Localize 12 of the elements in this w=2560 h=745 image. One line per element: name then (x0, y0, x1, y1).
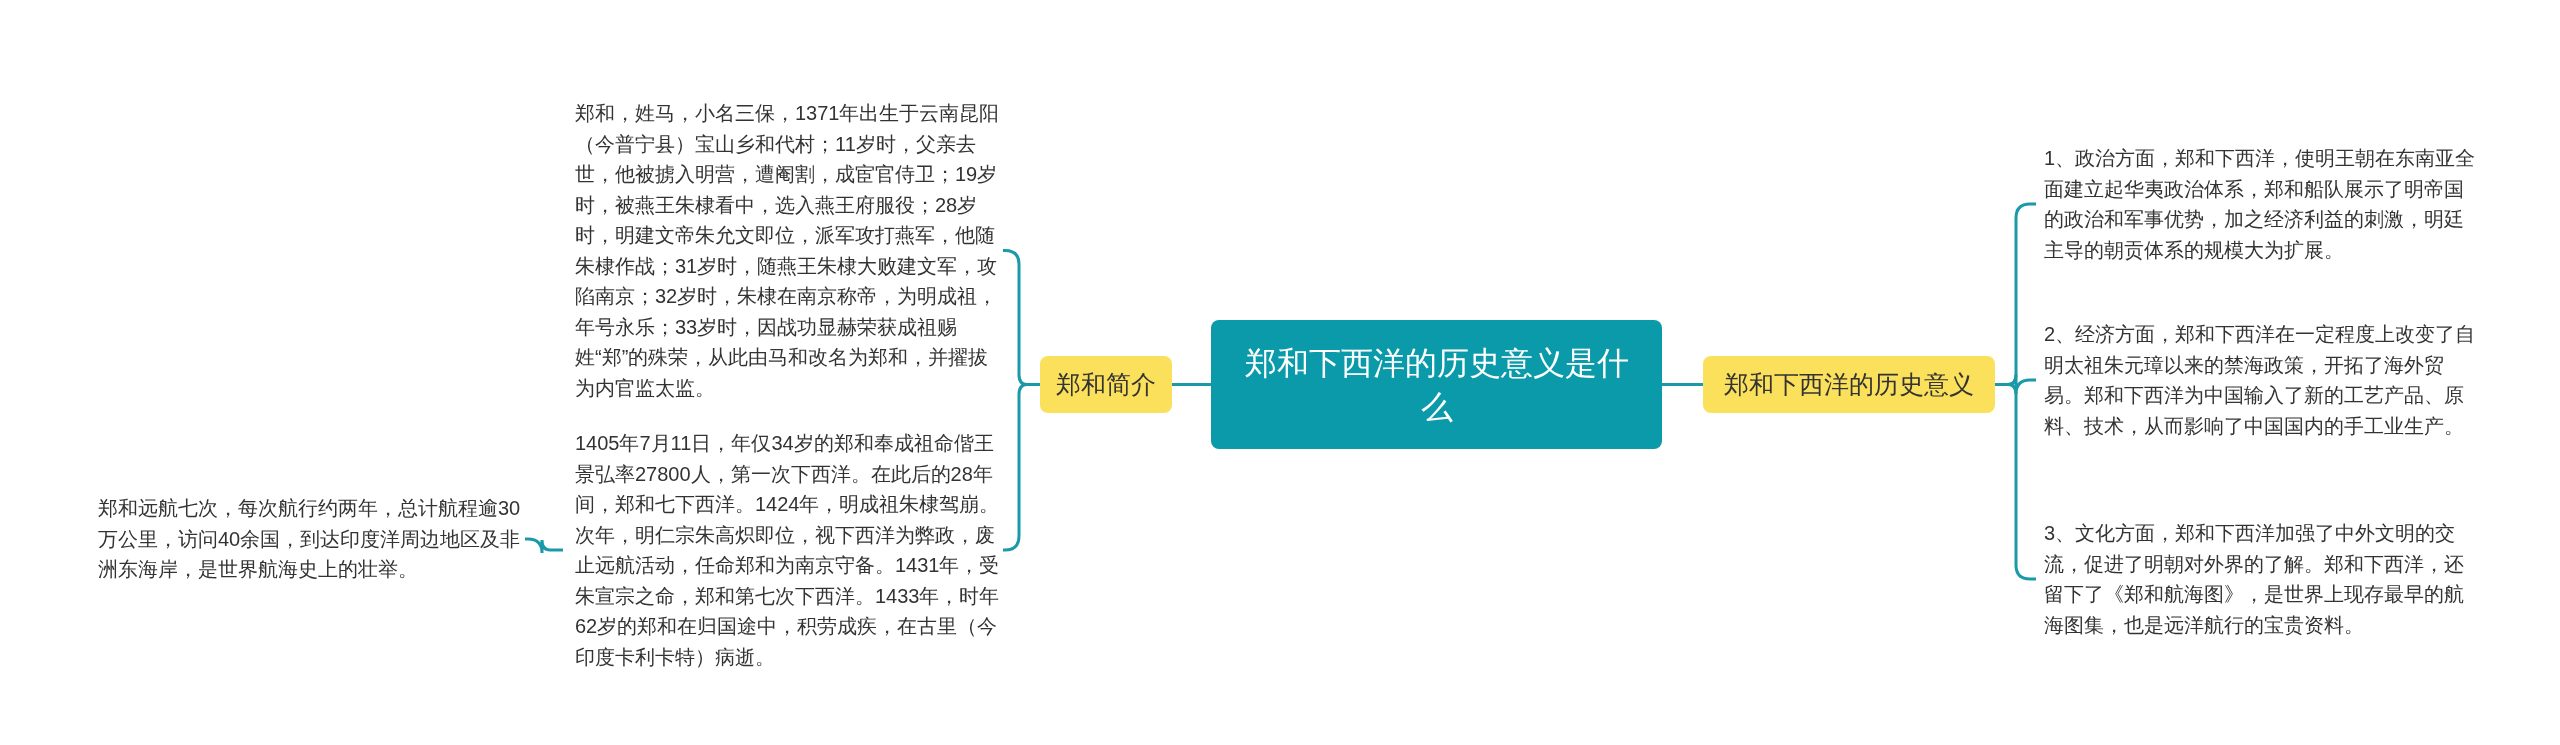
note-text: 3、文化方面，郑和下西洋加强了中外文明的交流，促进了明朝对外界的了解。郑和下西洋，还留下了《郑和航海图》，是世界上现存最早的航海图集，也是远洋航行的宝贵资料。 (2036, 518, 2476, 640)
connector-line (525, 537, 563, 555)
connector-line (1662, 383, 1703, 386)
topic-box: 郑和下西洋的历史意义是什么 (1211, 320, 1662, 449)
note-text: 1405年7月11日，年仅34岁的郑和奉成祖命偕王景弘率27800人，第一次下西洋。在此后的28年间，郑和七下西洋。1424年，明成祖朱棣驾崩。次年，明仁宗朱高炽即位，视下西洋为弊政，废止远航活动，任命郑和为南京守备。1431年，受朱宣宗之命，郑和第七次下西洋。1433年，时年62岁的郑和在归国途中，积劳成疾，在古里（今印度卡利卡特）病逝。 (563, 428, 1003, 672)
note-text: 郑和，姓马，小名三保，1371年出生于云南昆阳（今普宁县）宝山乡和代村；11岁时，父亲去世，他被掳入明营，遭阉割，成宦官侍卫；19岁时，被燕王朱棣看中，选入燕王府服役；28岁时，明建文帝朱允文即位，派军攻打燕军，他随朱棣作战；31岁时，随燕王朱棣大败建文军，攻陷南京；32岁时，朱棣在南京称帝，为明成祖，年号永乐；33岁时，因战功显赫荣获成祖赐姓“郑”的殊荣，从此由马和改名为郑和，并擢拔为内官监太监。 (563, 98, 1003, 403)
branch-box: 郑和下西洋的历史意义 (1703, 356, 1995, 413)
branch-box: 郑和简介 (1040, 356, 1172, 413)
note-text: 2、经济方面，郑和下西洋在一定程度上改变了自明太祖朱元璋以来的禁海政策，开拓了海外贸易。郑和下西洋为中国输入了新的工艺产品、原料、技术，从而影响了中国国内的手工业生产。 (2036, 319, 2476, 441)
connector-line (1172, 383, 1211, 386)
note-text: 郑和远航七次，每次航行约两年，总计航程逾30万公里，访问40余国，到达印度洋周边地区及非洲东海岸，是世界航海史上的壮举。 (98, 493, 525, 585)
note-text: 1、政治方面，郑和下西洋，使明王朝在东南亚全面建立起华夷政治体系，郑和船队展示了明帝国的政治和军事优势，加之经济利益的刺激，明廷主导的朝贡体系的规模大为扩展。 (2036, 143, 2476, 265)
